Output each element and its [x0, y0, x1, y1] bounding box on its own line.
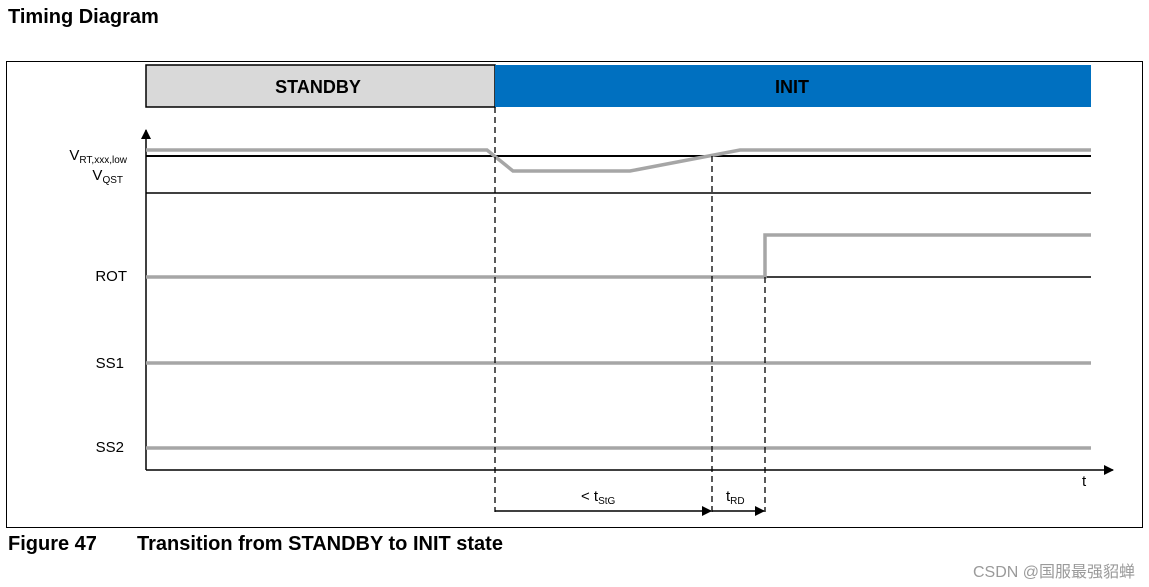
time-axis-label: t — [1082, 473, 1087, 490]
page-heading: Timing Diagram — [8, 6, 159, 28]
supply-voltage-trace — [146, 148, 1091, 173]
figure-number: Figure 47 — [8, 533, 97, 555]
ss1-label: SS1 — [96, 355, 124, 372]
init-state-bar — [495, 65, 1091, 107]
vrt-label: VRT,xxx,low — [69, 147, 127, 166]
ss2-label: SS2 — [96, 439, 124, 456]
standby-label: STANDBY — [275, 77, 361, 97]
rot-signal-trace — [146, 233, 1091, 279]
watermark: CSDN @国服最强貂蝉 — [972, 564, 1135, 581]
init-label: INIT — [775, 77, 809, 97]
trd-label: tRD — [726, 488, 745, 507]
vqst-label: VQST — [92, 167, 123, 186]
tstg-label: < tStG — [581, 488, 616, 507]
rot-label: ROT — [95, 268, 127, 285]
figure-title: Transition from STANDBY to INIT state — [137, 533, 503, 555]
diagram-frame — [6, 61, 1143, 528]
